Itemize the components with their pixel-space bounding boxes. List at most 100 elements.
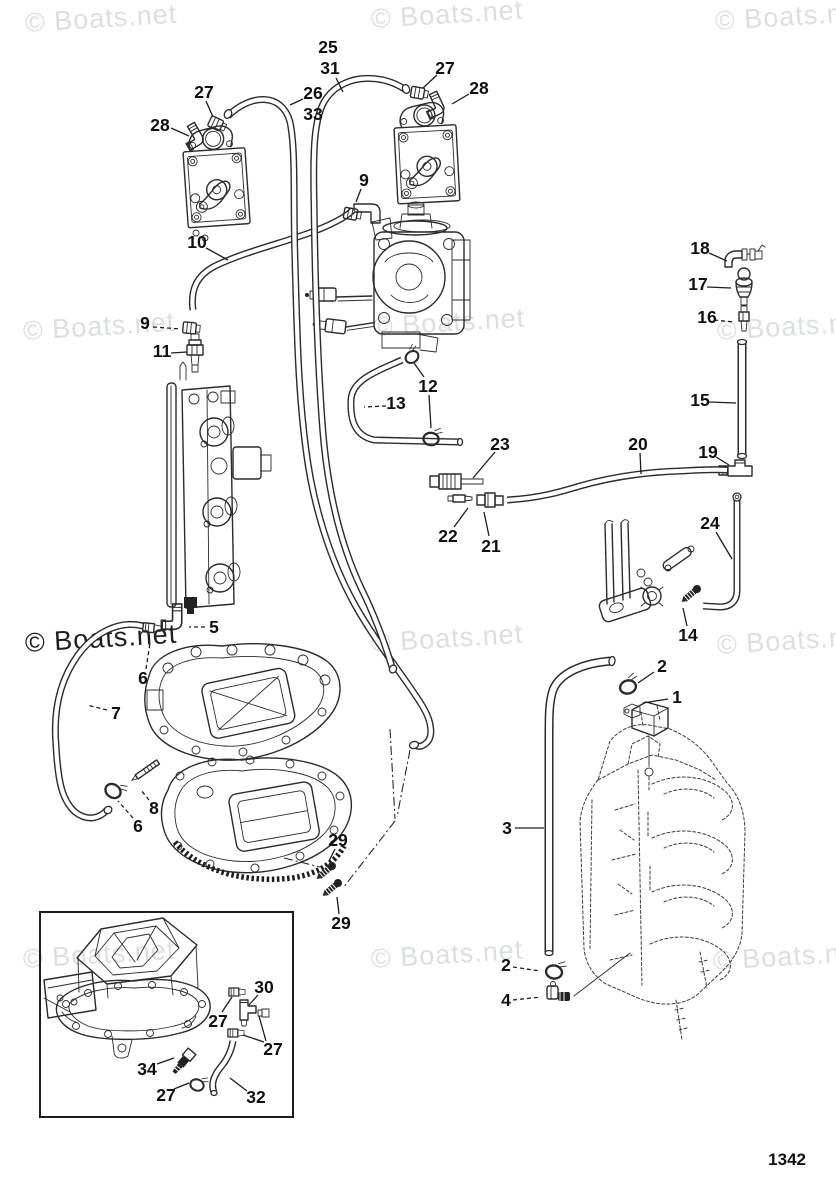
part-callout-2: 2 [501,955,511,975]
hose-10 [192,210,353,310]
engine-block [573,705,746,1041]
injector [205,562,241,594]
leader-line-13 [363,405,387,408]
leader-line-34 [156,1057,175,1065]
part-callout-29: 29 [328,830,348,850]
leader-line-12 [413,362,425,378]
fitting-16 [738,305,750,332]
fuel-pump-right [392,100,461,205]
mounting-bracket [598,519,704,623]
leader-line-32 [229,1077,248,1092]
inset-fittings [172,987,270,1095]
hose-25-31 [314,78,406,667]
leader-line-9 [355,188,362,203]
injector [202,496,238,528]
nut-27-topleft [206,114,229,134]
clamp-2-bottom [543,957,569,982]
part-callout-2: 2 [657,656,667,676]
assembly-lines [283,728,411,900]
part-callout-1: 1 [672,687,682,707]
leader-line-11 [170,351,188,354]
part-callout-14: 14 [678,625,698,645]
fitting-18 [724,244,766,268]
nut-9-left [181,321,202,335]
part-callout-24: 24 [700,513,720,533]
connector-21 [476,492,504,508]
manifold-upper [144,643,341,761]
hose-7 [55,624,143,817]
leader-line-14 [682,607,688,627]
clamp-2-top [615,671,642,697]
elbow-5 [160,603,183,632]
part-callout-30: 30 [254,977,274,997]
part-callout-4: 4 [501,990,511,1010]
leader-line-18 [708,252,728,262]
part-callout-27: 27 [435,58,454,78]
screw-8 [131,759,161,781]
leader-line-27 [258,1015,267,1042]
elbow-fitting-9-top [353,203,381,224]
part-callout-15: 15 [690,390,710,410]
elbow-28-left [178,121,207,152]
leader-line-30 [248,994,259,1006]
leader-line-27 [242,1034,265,1043]
part-callout-31: 31 [320,58,340,78]
part-callout-17: 17 [688,274,707,294]
leader-line-8 [140,789,150,801]
inset-manifold [43,917,211,1059]
part-callout-32: 32 [246,1087,266,1107]
leader-line-17 [706,286,732,289]
hose-3 [549,661,611,952]
hose-ends [103,83,742,1097]
leader-line-23 [472,451,496,479]
part-callout-11: 11 [153,341,172,361]
barb-fitting-27a [228,987,246,997]
hose-20 [507,470,727,500]
part-callout-5: 5 [209,617,219,637]
leader-line-22 [453,507,469,528]
barb-fitting-27c [227,1028,245,1038]
part-callout-22: 22 [438,526,458,546]
part-callout-9: 9 [359,170,369,190]
part-callout-26: 26 [303,83,323,103]
screw-14 [678,582,704,606]
barb-6a [141,622,163,634]
hose-26-33 [228,99,431,746]
hose-32 [213,1041,233,1092]
filter-23 [429,473,484,490]
part-callout-21: 21 [481,536,501,556]
part-callout-8: 8 [149,798,159,818]
leader-line-28 [170,127,190,137]
part-callout-3: 3 [502,818,512,838]
part-callout-16: 16 [697,307,717,327]
leader-line-6 [145,642,151,670]
page-number: 1342 [768,1150,806,1169]
part-callout-28: 28 [469,78,489,98]
leader-line-9 [152,326,182,330]
fitting-11 [186,333,204,373]
screw-29b [319,876,345,900]
part-callout-29: 29 [331,913,351,933]
inset-box [39,911,294,1118]
part-callout-27: 27 [194,82,213,102]
t-fitting-30 [239,999,257,1027]
part-callout-7: 7 [111,703,121,723]
part-callout-27: 27 [263,1039,282,1059]
plug-fitting-27b [257,1008,270,1018]
leader-line-27 [422,74,438,89]
leader-line-27 [205,100,214,118]
leader-line-27 [221,996,233,1013]
part-callout-25: 25 [318,37,338,57]
part-callout-18: 18 [690,238,710,258]
nut-27-topright [409,85,430,101]
part-callout-10: 10 [187,232,207,252]
throttle-cable-b [312,318,376,335]
leader-line-31 [335,77,344,93]
fuel-rail [166,361,272,614]
solenoid-1 [623,701,669,791]
leader-line-21 [483,511,490,537]
part-callout-27: 27 [156,1085,175,1105]
fitting-34 [172,1047,197,1075]
